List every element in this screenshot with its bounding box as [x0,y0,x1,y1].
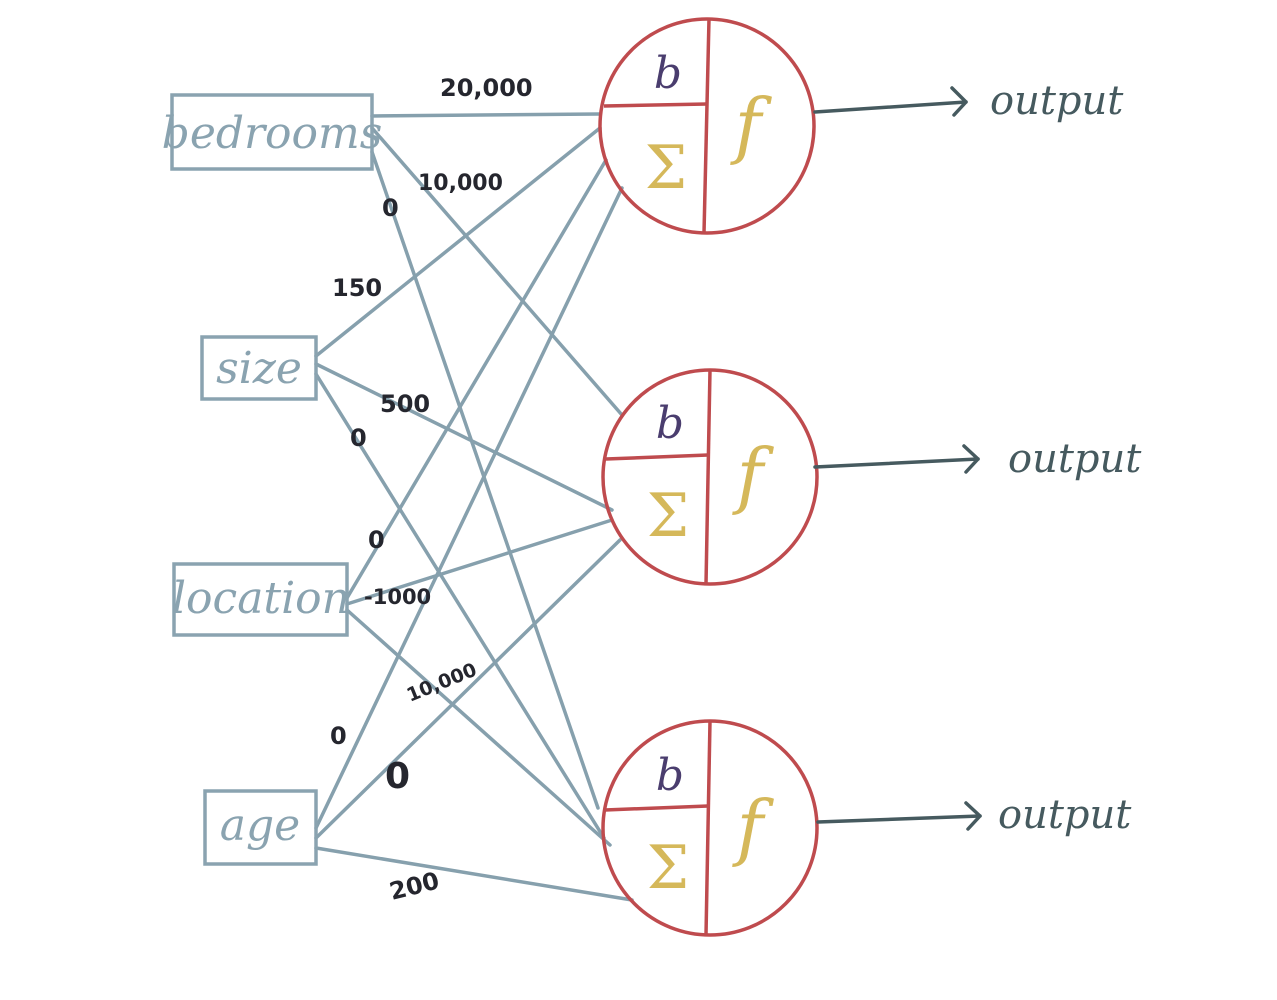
output-label-3: output [998,792,1132,838]
arrow-head [964,801,982,831]
input-location: location [172,562,350,637]
output-label-2: output [1008,436,1142,482]
weight-label-age-n1: 0 [330,722,347,750]
weight-label-size-n3: 0 [350,424,367,452]
input-box [172,562,349,637]
weight-labels: 20,000 10,000 0 150 500 0 0 -1000 10,000… [330,74,533,906]
weight-label-location-n3: 10,000 [404,659,480,707]
weight-label-bedrooms-n1: 20,000 [440,74,533,102]
weight-label-age-n2: 0 [385,756,410,797]
bias-symbol: b [656,398,684,449]
weight-label-age-n3: 200 [387,867,442,906]
input-label: size [216,343,302,394]
weight-label-location-n1: 0 [368,526,385,554]
activation-symbol: f [732,785,775,869]
edge-location-n2 [345,518,614,606]
arrow-shaft [813,457,980,469]
arrow-shaft [816,814,982,824]
sum-symbol: Σ [647,481,689,551]
activation-symbol: f [730,83,773,167]
neuron-divider-vertical [704,720,712,936]
neuron-divider-vertical [702,18,711,234]
neuron-divider-horizontal [603,102,708,108]
activation-symbol: f [732,433,775,517]
arrow-shaft [813,100,968,114]
outputs [813,86,982,831]
sum-symbol: Σ [645,133,687,203]
neuron-1: b Σ f [598,17,816,235]
input-box [203,789,318,866]
weight-label-size-n2: 500 [380,390,430,418]
input-label: bedrooms [162,108,383,159]
input-bedrooms: bedrooms [162,93,383,171]
edge-age-n3 [314,846,634,902]
edge-size-n3 [314,372,606,840]
output-arrow-2 [813,444,980,474]
input-box [170,93,374,171]
output-arrow-3 [816,801,982,831]
weight-label-bedrooms-n2: 10,000 [418,171,503,196]
weight-label-bedrooms-n3: 0 [382,194,399,222]
edge-size-n2 [314,362,614,512]
edge-bedrooms-n1 [370,112,602,118]
edge-age-n2 [314,538,622,840]
input-label: age [220,800,300,851]
bias-symbol: b [654,48,682,99]
input-box [200,335,318,401]
edge-age-n1 [314,186,624,830]
output-arrow-1 [813,86,968,117]
neuron-divider-horizontal [605,453,709,461]
edge-location-n3 [345,608,612,847]
bias-symbol: b [656,750,684,801]
edge-bedrooms-n3 [370,150,600,810]
neuron-2: b Σ f [601,368,819,586]
edge-size-n1 [314,126,602,358]
neuron-circle [598,17,816,235]
input-label: location [172,573,350,624]
weight-label-location-n2: -1000 [364,585,431,609]
neuron-3: b Σ f [601,719,819,937]
neuron-divider-horizontal [604,804,709,812]
arrow-head [950,86,968,117]
neuron-divider-vertical [704,369,712,585]
weight-label-size-n1: 150 [332,274,382,302]
output-label-1: output [990,78,1124,124]
edge-location-n1 [345,158,608,600]
edges [314,112,634,902]
input-size: size [200,335,318,401]
arrow-head [962,444,980,474]
input-age: age [203,789,318,866]
sum-symbol: Σ [647,833,689,903]
edge-bedrooms-n2 [370,126,624,417]
